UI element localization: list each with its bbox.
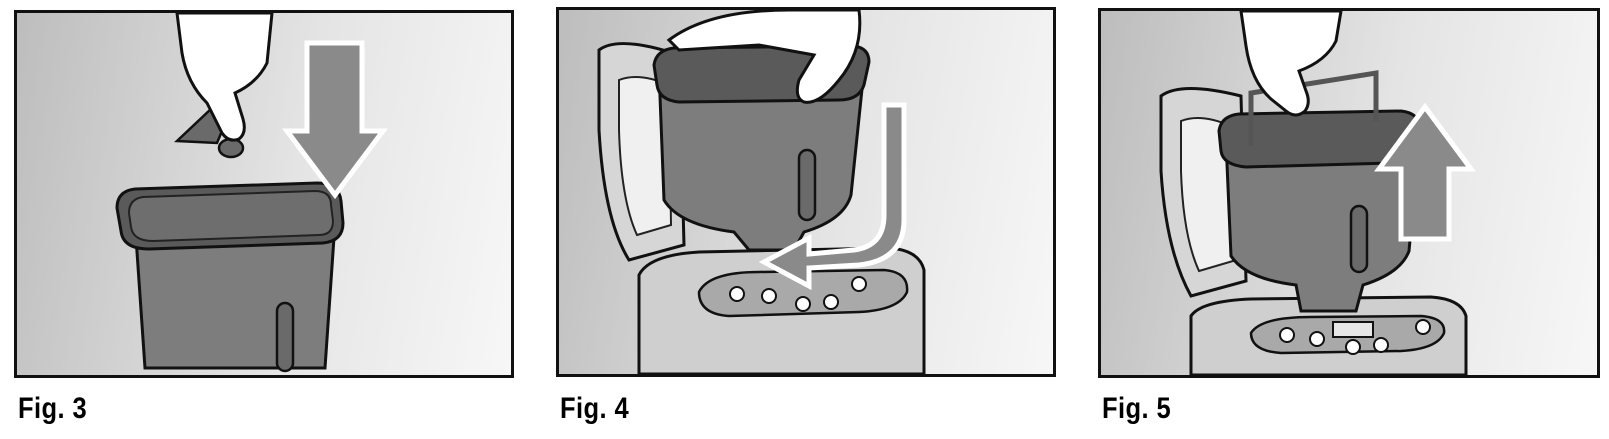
bread-pan-body [1224, 139, 1421, 313]
pan-slot [1349, 204, 1369, 274]
pan-handle [1248, 70, 1379, 146]
control-button-2 [1309, 331, 1325, 347]
arrow-down-icon [282, 40, 388, 200]
control-button-4 [823, 294, 839, 310]
control-button-1 [729, 286, 745, 302]
control-button-5 [1415, 319, 1431, 335]
figure-3-caption: Fig. 3 [18, 392, 88, 425]
pan-slot [797, 148, 817, 222]
figure-5-illustration [1159, 11, 1476, 375]
figure-4-panel [556, 7, 1056, 377]
display-screen [1332, 321, 1374, 338]
figure-4-illustration [597, 10, 926, 374]
figure-5-caption: Fig. 5 [1102, 392, 1172, 425]
control-button-4 [1373, 337, 1389, 353]
control-button-2 [761, 288, 777, 304]
control-button-5 [851, 276, 867, 292]
control-button-3 [1345, 339, 1361, 355]
figure-3-illustration [115, 13, 388, 373]
bread-pan-interior [127, 189, 335, 243]
arrow-rotate-icon [758, 102, 907, 291]
figure-3-panel [14, 10, 514, 378]
lid-window [618, 75, 673, 237]
hand-icon [175, 13, 274, 142]
figure-4-caption: Fig. 4 [560, 392, 630, 425]
blade-hub [217, 137, 245, 159]
figure-5-panel [1098, 8, 1600, 378]
arrow-up-icon [1374, 102, 1476, 242]
pan-slot [275, 301, 295, 373]
hand-icon [1239, 11, 1343, 117]
hand-icon [666, 10, 862, 104]
lid-window [1180, 116, 1235, 273]
control-button-3 [795, 296, 811, 312]
control-button-1 [1279, 327, 1295, 343]
